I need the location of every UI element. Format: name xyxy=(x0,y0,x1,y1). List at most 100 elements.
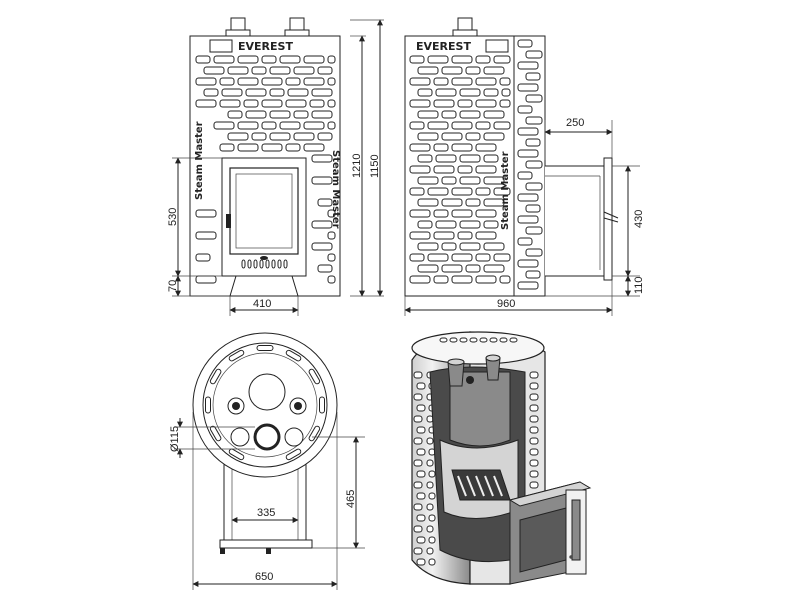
dim-plan-tunnel-length: 465 xyxy=(345,490,357,508)
shell-hole xyxy=(413,371,423,379)
brick-slot xyxy=(285,143,301,152)
brick-slot xyxy=(475,143,497,152)
dim-side-tunnel-depth: 250 xyxy=(566,117,584,129)
shell-top-hole xyxy=(449,337,458,343)
brick-slot xyxy=(475,209,497,218)
brick-slot xyxy=(457,99,473,108)
cutaway-view xyxy=(411,331,592,585)
brick-slot xyxy=(517,193,539,202)
brick-slot xyxy=(517,281,539,290)
brick-slot xyxy=(417,198,439,207)
shell-hole xyxy=(416,558,426,566)
brick-slot xyxy=(483,66,505,75)
front-side-label-left: Steam Master xyxy=(194,121,205,200)
brick-slot xyxy=(311,110,333,119)
brick-slot xyxy=(493,55,511,64)
brick-slot xyxy=(195,77,217,86)
brick-slot xyxy=(435,220,457,229)
brick-slot xyxy=(417,264,439,273)
door-latch xyxy=(260,256,268,260)
front-logo-text: EVEREST xyxy=(238,40,293,53)
brick-slot xyxy=(525,270,541,279)
brick-slot xyxy=(525,248,543,257)
brick-slot xyxy=(303,55,325,64)
brick-slot xyxy=(493,121,511,130)
ring-slot xyxy=(228,448,245,461)
shell-hole xyxy=(428,514,436,522)
brick-slot xyxy=(433,77,449,86)
shell-hole xyxy=(426,503,434,511)
brick-slot xyxy=(269,88,285,97)
brick-slot xyxy=(417,220,433,229)
shell-top-hole xyxy=(459,337,468,343)
brick-slot xyxy=(261,143,283,152)
brick-slot xyxy=(475,253,491,262)
brick-slot xyxy=(483,154,499,163)
brick-slot xyxy=(433,165,455,174)
brick-slot xyxy=(459,110,481,119)
brick-slot xyxy=(409,121,425,130)
ring-slot xyxy=(308,368,321,385)
brick-slot xyxy=(327,99,336,108)
brick-slot xyxy=(203,88,219,97)
brick-slot xyxy=(433,231,455,240)
brick-slot xyxy=(483,88,499,97)
side-view: EVEREST Steam Master xyxy=(404,17,619,297)
door-vent-slot xyxy=(259,259,264,269)
brick-slot xyxy=(525,160,543,169)
brick-slot xyxy=(525,204,541,213)
brick-slot xyxy=(261,55,277,64)
brick-slot xyxy=(303,143,325,152)
dim-side-tunnel-height: 430 xyxy=(633,210,645,228)
brick-slot xyxy=(409,209,431,218)
brick-slot xyxy=(459,220,481,229)
brick-slot xyxy=(451,275,473,284)
dim-body-height: 1150 xyxy=(369,154,381,178)
brick-slot xyxy=(261,99,283,108)
brick-slot xyxy=(417,66,439,75)
shell-hole xyxy=(426,481,434,489)
brick-slot xyxy=(465,132,481,141)
shell-hole xyxy=(413,415,423,423)
front-side-label-right: Steam Master xyxy=(330,150,341,229)
brick-slot xyxy=(433,143,449,152)
brick-slot xyxy=(327,77,336,86)
brick-slot xyxy=(517,259,539,268)
shell-top-hole xyxy=(479,337,488,343)
brick-slot xyxy=(483,132,505,141)
brick-slot xyxy=(269,66,291,75)
brick-slot xyxy=(195,55,211,64)
shell-hole xyxy=(416,514,426,522)
brick-slot xyxy=(441,132,463,141)
shell-hole xyxy=(529,481,539,489)
brick-slot xyxy=(417,176,439,185)
brick-slot xyxy=(475,99,497,108)
brick-slot xyxy=(517,237,533,246)
brick-slot xyxy=(237,77,259,86)
door-vent-slot xyxy=(253,259,258,269)
brick-slot xyxy=(311,88,333,97)
brick-slot xyxy=(409,231,431,240)
brick-slot xyxy=(243,99,259,108)
shell-hole xyxy=(426,525,434,533)
brick-slot xyxy=(279,121,301,130)
ring-slot xyxy=(205,396,211,414)
brick-slot xyxy=(327,209,336,218)
shell-hole xyxy=(529,393,539,401)
dim-total-height: 1210 xyxy=(351,154,363,178)
brick-slot xyxy=(433,209,449,218)
brick-slot xyxy=(293,110,309,119)
brick-slot xyxy=(269,110,291,119)
dim-front-door-height: 530 xyxy=(167,208,179,226)
shell-hole xyxy=(416,470,426,478)
ring-slot xyxy=(228,349,245,362)
brick-slot xyxy=(451,143,473,152)
shell-hole xyxy=(416,492,426,500)
brick-slot xyxy=(493,253,511,262)
brick-slot xyxy=(441,264,463,273)
brick-slot xyxy=(287,88,309,97)
side-brick-pattern xyxy=(409,39,543,290)
brick-slot xyxy=(409,77,431,86)
tunnel-vent xyxy=(569,555,573,559)
